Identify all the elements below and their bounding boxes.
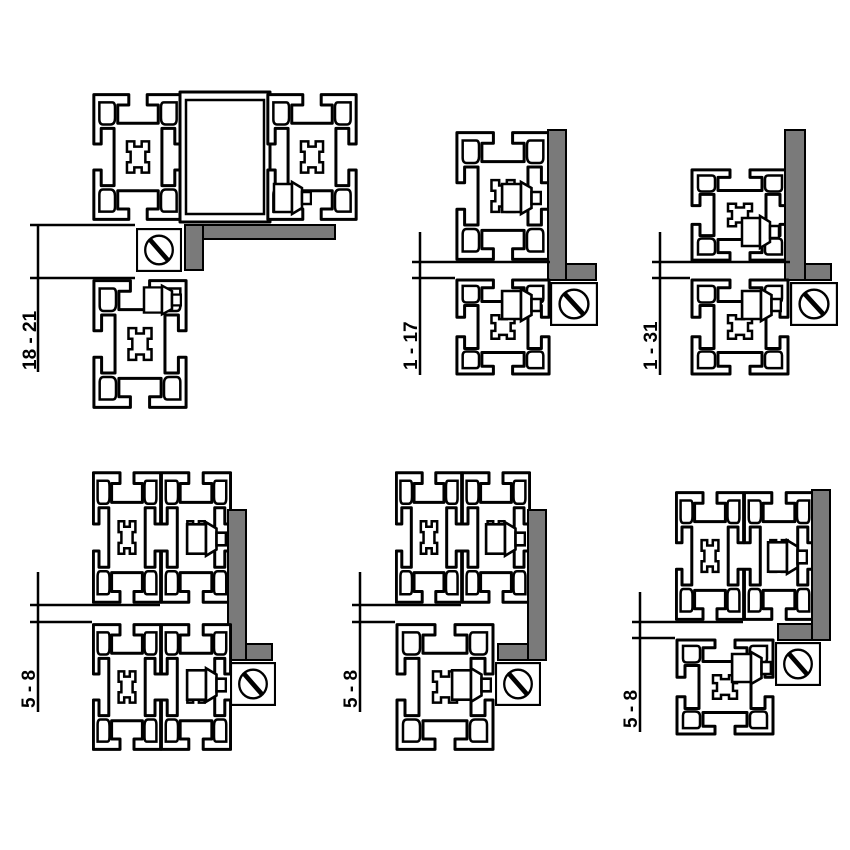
profile-cell: [92, 622, 162, 752]
bracket-plate: [184, 224, 336, 240]
dimension-label: 1 - 17: [401, 321, 422, 370]
panel-2: 1 - 17: [401, 129, 597, 376]
panel-1: 18 - 21: [20, 92, 358, 410]
t-nut: [484, 520, 526, 558]
screw-block: [496, 663, 540, 705]
profile-cell: [690, 278, 790, 376]
profile-cell: [92, 92, 184, 222]
panel-4: 5 - 8: [19, 473, 275, 752]
t-nut: [766, 538, 808, 576]
t-nut: [500, 180, 542, 216]
dimension-label: 5 - 8: [19, 670, 40, 708]
bracket-plate: [547, 129, 567, 281]
t-nut: [185, 666, 227, 704]
screw-block: [137, 229, 181, 271]
panel-3: 1 - 31: [641, 129, 837, 376]
bracket-plate: [527, 509, 547, 661]
profile-cell: [396, 473, 461, 603]
screw-block: [776, 643, 820, 685]
profile-cell: [675, 490, 745, 622]
panel-6: 5 - 8: [621, 489, 831, 736]
profile-cell: [93, 473, 160, 603]
profile-hollow: [180, 92, 270, 222]
panel-5: 5 - 8: [341, 473, 547, 752]
dimension-label: 1 - 31: [641, 321, 662, 370]
dimension-label: 5 - 8: [621, 690, 642, 728]
profile-cell: [675, 638, 775, 736]
dimension-label: 5 - 8: [341, 670, 362, 708]
dimension-label: 18 - 21: [20, 310, 41, 370]
screw-block: [791, 283, 837, 325]
bracket-plate: [811, 489, 831, 641]
bracket-plate: [784, 129, 806, 281]
t-nut: [185, 520, 227, 558]
bracket-plate: [227, 509, 247, 661]
profile-cell: [690, 168, 790, 262]
screw-block: [231, 663, 275, 705]
screw-block: [551, 283, 597, 325]
